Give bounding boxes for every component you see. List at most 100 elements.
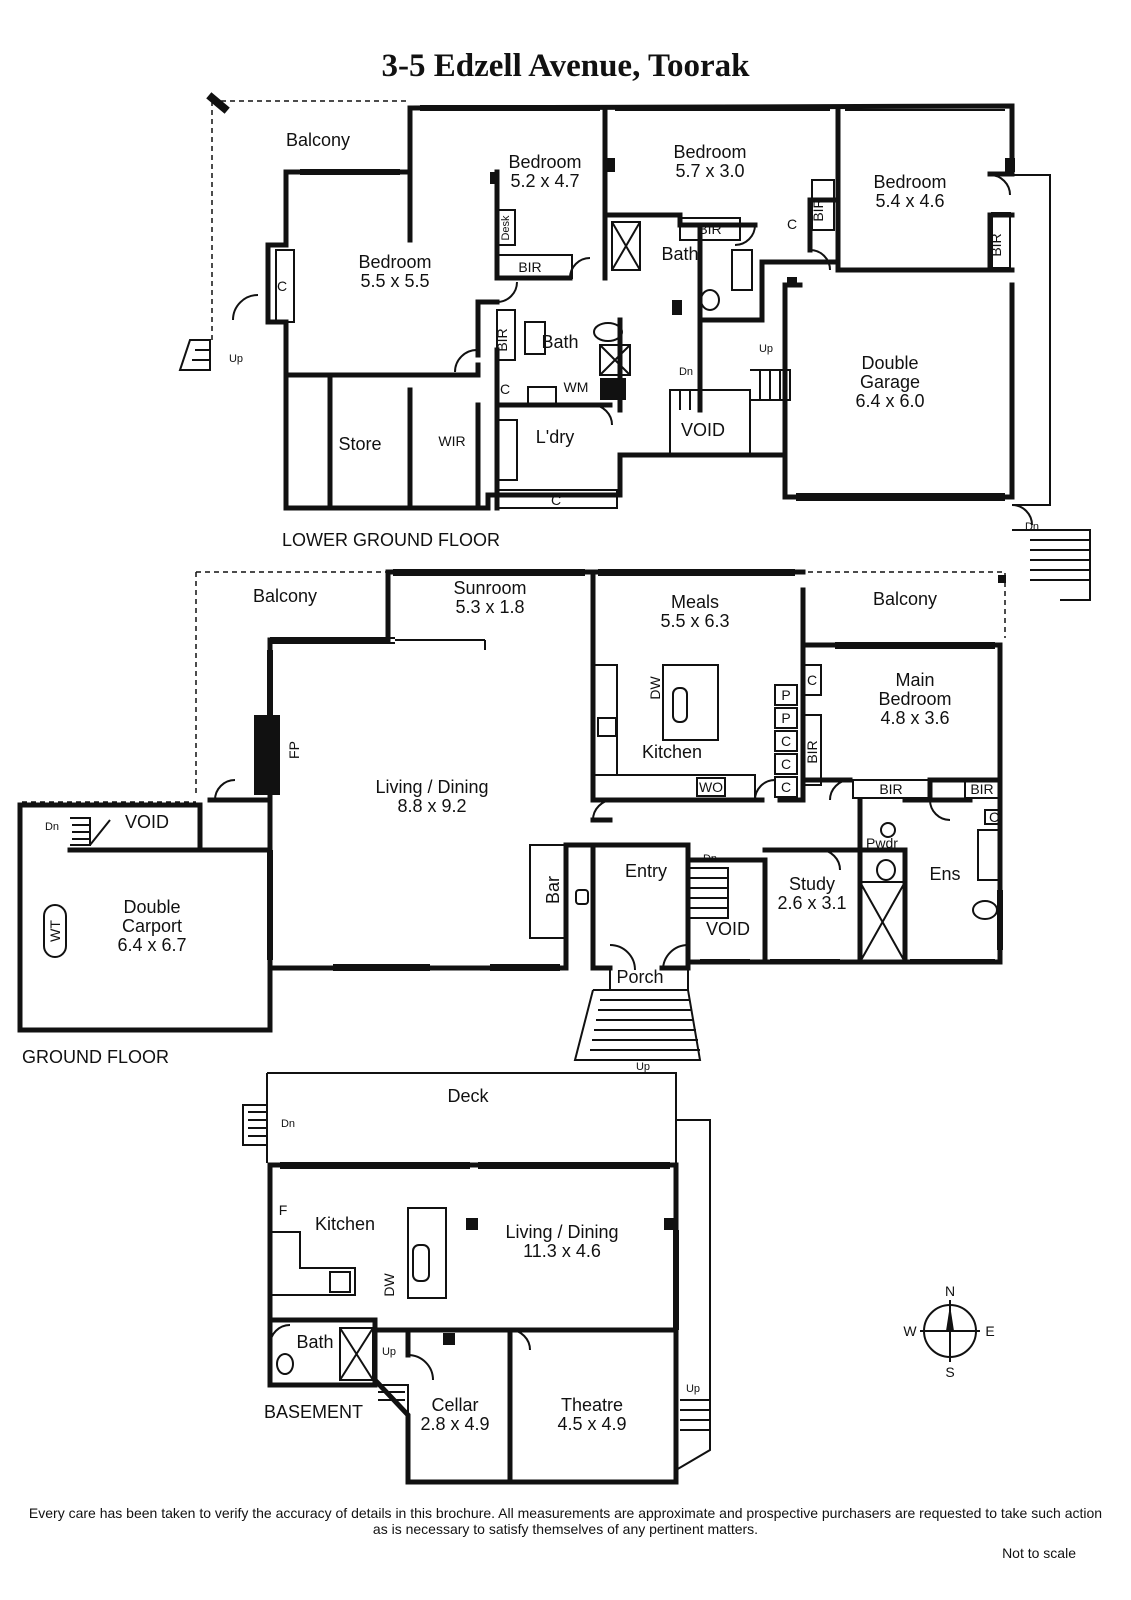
- ground-stair-treads: [70, 817, 728, 909]
- pwdr-toilet: [876, 859, 896, 881]
- ground-void-a: VOID: [706, 919, 750, 939]
- cellar-name: Cellar: [431, 1395, 478, 1415]
- deck-stair: [242, 1104, 268, 1146]
- basement-living-size: 11.3 x 4.6: [523, 1241, 601, 1261]
- lower-pier-1: [605, 158, 615, 172]
- compass-w: W: [903, 1323, 917, 1339]
- bed3-size: 5.7 x 3.0: [675, 161, 744, 181]
- ground-void-b: VOID: [125, 812, 169, 832]
- closet-label-p4: C: [781, 756, 791, 772]
- closet-mb: [802, 664, 822, 696]
- basement-walls: [267, 1162, 679, 1485]
- lower-west-stair: [178, 339, 211, 371]
- fridge-label: F: [279, 1202, 288, 1218]
- basement-stair: [375, 1384, 409, 1415]
- closet-label-2: C: [787, 216, 797, 232]
- wo-label: WO: [699, 779, 723, 795]
- bir-box-1: [496, 254, 573, 279]
- carport-walls: [17, 797, 273, 1033]
- ground-pier: [998, 575, 1006, 583]
- lower-partitions: [283, 105, 1015, 378]
- compass-n: N: [945, 1283, 955, 1299]
- lower-pier-3: [490, 172, 498, 184]
- lower-void-label: VOID: [681, 420, 725, 440]
- compass-e: E: [985, 1323, 994, 1339]
- sink-laundry: [527, 386, 557, 406]
- pwdr-basin: [880, 822, 896, 838]
- lower-ground-floor: Balcony Bedroom 5.5 x 5.5 Bedroom 5.2 x …: [178, 92, 1091, 601]
- study-name: Study: [789, 874, 835, 894]
- lower-void-box: [669, 389, 751, 456]
- water-tank: [43, 904, 67, 958]
- ground-up-label: Up: [636, 1061, 650, 1073]
- carport-name-1: Double: [123, 897, 180, 917]
- basement-living-name: Living / Dining: [505, 1222, 618, 1242]
- cellar-size: 2.8 x 4.9: [420, 1414, 489, 1434]
- basement-shower: [339, 1327, 374, 1381]
- toilet-1: [593, 322, 623, 342]
- closet-label-mb: C: [807, 672, 817, 688]
- pwdr-label: Pwdr: [866, 835, 898, 851]
- basement-bath-label: Bath: [296, 1332, 333, 1352]
- pantry-label-2: P: [781, 710, 790, 726]
- bir-mb-2: [852, 779, 931, 799]
- bir-label-mb: BIR: [804, 740, 820, 763]
- bir-label-2: BIR: [698, 221, 721, 237]
- basement-kitchen-label: Kitchen: [315, 1214, 375, 1234]
- lower-up-label-2: Up: [759, 343, 773, 355]
- ground-kitchen-label: Kitchen: [642, 742, 702, 762]
- ground-island-sink: [672, 687, 688, 723]
- ground-floor-label: GROUND FLOOR: [22, 1047, 169, 1067]
- bed2-name: Bedroom: [508, 152, 581, 172]
- pantry-2: [774, 707, 798, 729]
- main-bed-size: 4.8 x 3.6: [880, 708, 949, 728]
- bir-mb: [802, 714, 822, 786]
- compass-needle: [946, 1305, 954, 1331]
- laundry-bench: [496, 419, 518, 481]
- basement-up-label-2: Up: [686, 1383, 700, 1395]
- basement-dn-label: Dn: [281, 1118, 295, 1130]
- bar-sink: [575, 889, 589, 905]
- bir-label-ens: BIR: [970, 781, 993, 797]
- closet-label-3: C: [500, 381, 510, 397]
- sunroom-name: Sunroom: [453, 578, 526, 598]
- laundry-label: L'dry: [536, 427, 574, 447]
- meals-size: 5.5 x 6.3: [660, 611, 729, 631]
- garage-name-2: Garage: [860, 372, 920, 392]
- porch-steps: [573, 968, 702, 1061]
- closet-label-p3: C: [781, 733, 791, 749]
- disclaimer: Every care has been taken to verify the …: [28, 1505, 1103, 1537]
- closet-label-4: C: [551, 492, 561, 508]
- bir-label-mb2: BIR: [879, 781, 902, 797]
- railing-post: [206, 92, 230, 114]
- ens-shower-cross: [859, 881, 906, 963]
- ens-cabinet: [984, 809, 1000, 825]
- ground-balcony-west: Balcony: [253, 586, 317, 606]
- basement-door-swings: [269, 1324, 531, 1381]
- bir-label-1: BIR: [518, 259, 541, 275]
- ground-windows: [267, 569, 1003, 971]
- lower-up-label: Up: [229, 353, 243, 365]
- bed2-size: 5.2 x 4.7: [510, 171, 579, 191]
- closet-label-ens: C: [989, 809, 999, 825]
- bir-box-4: [991, 212, 1011, 269]
- porch-label: Porch: [616, 967, 663, 987]
- closet-bed1: [275, 249, 295, 323]
- basement-pier-3: [443, 1333, 455, 1345]
- shower-2: [599, 344, 631, 376]
- main-bed-name-2: Bedroom: [878, 689, 951, 709]
- wm-label: WM: [564, 379, 589, 395]
- living-size: 8.8 x 9.2: [397, 796, 466, 816]
- ground-stair: [687, 867, 729, 919]
- pantry-label-1: P: [781, 687, 790, 703]
- ens-shower: [859, 881, 906, 963]
- compass: N E S W: [903, 1283, 994, 1380]
- shower-1-cross: [611, 221, 641, 271]
- basement-island-sink: [412, 1244, 430, 1282]
- vanity-1: [731, 249, 753, 291]
- lower-windows: [300, 105, 1005, 501]
- wm-block: [600, 378, 626, 400]
- pantry-3: [774, 730, 798, 752]
- bir-box-5: [496, 309, 516, 361]
